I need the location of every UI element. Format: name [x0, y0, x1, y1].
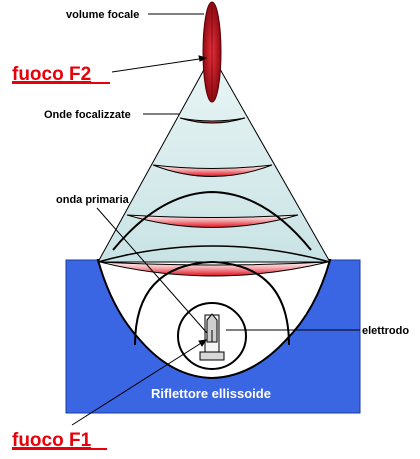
label-fuoco-f2: fuoco F2	[12, 64, 91, 85]
wavefront-1	[179, 117, 246, 124]
pointer-fuoco-f1	[71, 339, 207, 426]
label-volume-focale: volume focale	[66, 9, 139, 21]
primary-wave-mid	[134, 260, 290, 346]
label-onda-primaria: onda primaria	[56, 194, 130, 206]
pointer-lines	[71, 13, 360, 426]
pointer-fuoco-f2	[111, 57, 207, 73]
wavefront-3	[126, 214, 299, 228]
label-elettrodo: elettrodo	[362, 325, 409, 337]
primary-wave-outer	[112, 190, 312, 251]
primary-wave-inner	[177, 302, 247, 370]
label-onde-focalizzate: Onde focalizzate	[44, 109, 131, 121]
focused-waves	[99, 117, 329, 277]
pointer-onda-primaria	[96, 207, 208, 334]
electrode	[199, 313, 225, 361]
label-riflettore: Riflettore ellissoide	[151, 386, 271, 401]
wavefront-2	[152, 164, 273, 177]
label-fuoco-f1: fuoco F1	[12, 430, 92, 451]
reflector-rim-arc	[97, 245, 331, 263]
primary-waves	[112, 190, 312, 370]
